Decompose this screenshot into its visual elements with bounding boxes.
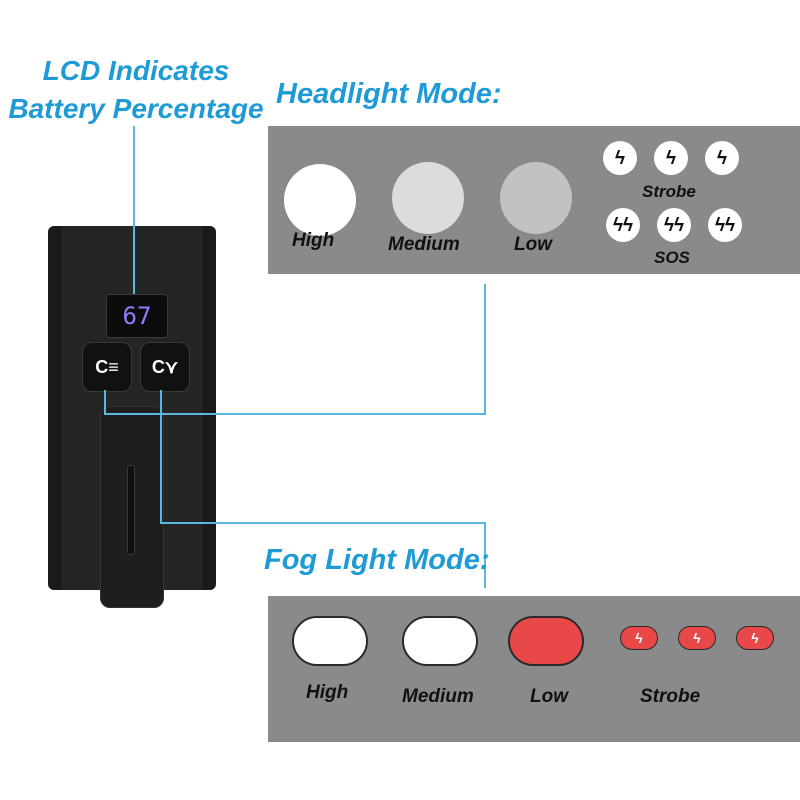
sos-bolt-icon: ϟϟ — [606, 208, 640, 242]
clip-slot — [127, 465, 135, 555]
fog-connector-horizontal — [160, 522, 486, 524]
lcd-callout: LCD Indicates Battery Percentage — [0, 52, 272, 128]
fog-mode-title: Fog Light Mode: — [264, 544, 490, 576]
strobe-bolt-icon: ϟ — [603, 141, 637, 175]
handlebar-mount-clip — [100, 406, 164, 608]
fog-strobe-pill-icon: ϟ — [736, 626, 774, 650]
fog-strobe-label: Strobe — [640, 686, 701, 707]
lcd-callout-line1: LCD Indicates — [42, 55, 230, 86]
fog-button-line — [160, 390, 162, 524]
fog-high-oval — [292, 616, 368, 666]
strobe-bolt-icon: ϟ — [705, 141, 739, 175]
headlight-connector-vertical — [484, 284, 486, 415]
sos-bolt-icon: ϟϟ — [708, 208, 742, 242]
fog-mode-panel: ϟ ϟ ϟ High Medium Low Strobe — [268, 596, 800, 742]
sos-bolt-icon: ϟϟ — [657, 208, 691, 242]
headlight-low-circle — [500, 162, 572, 234]
headlight-button-line — [104, 390, 106, 414]
lcd-battery-display: 67 — [106, 294, 168, 338]
headlight-high-label: High — [292, 230, 335, 251]
light-device-body: 67 C≡ C⋎ — [48, 226, 216, 608]
fog-low-label: Low — [530, 686, 568, 707]
lcd-connector-line — [133, 126, 135, 294]
headlight-high-circle — [284, 164, 356, 236]
headlight-connector-horizontal — [104, 413, 486, 415]
fog-high-label: High — [306, 682, 349, 703]
fog-medium-label: Medium — [402, 686, 474, 707]
fog-strobe-pill-icon: ϟ — [678, 626, 716, 650]
fog-light-mode-icon: C⋎ — [151, 357, 179, 377]
fog-strobe-pill-icon: ϟ — [620, 626, 658, 650]
headlight-mode-button[interactable]: C≡ — [82, 342, 132, 392]
headlight-medium-label: Medium — [388, 234, 460, 255]
headlight-mode-panel: High Medium Low ϟ ϟ ϟ Strobe ϟϟ ϟϟ ϟϟ SO… — [268, 126, 800, 274]
headlight-mode-title: Headlight Mode: — [276, 78, 502, 110]
headlight-medium-circle — [392, 162, 464, 234]
fog-light-mode-button[interactable]: C⋎ — [140, 342, 190, 392]
fog-low-oval — [508, 616, 584, 666]
fog-connector-vertical — [484, 522, 486, 588]
fog-medium-oval — [402, 616, 478, 666]
headlight-mode-icon: C≡ — [95, 357, 119, 377]
strobe-bolt-icon: ϟ — [654, 141, 688, 175]
headlight-sos-label: SOS — [654, 248, 690, 267]
lcd-callout-line2: Battery Percentage — [8, 93, 264, 124]
headlight-strobe-label: Strobe — [642, 182, 696, 201]
headlight-low-label: Low — [514, 234, 552, 255]
